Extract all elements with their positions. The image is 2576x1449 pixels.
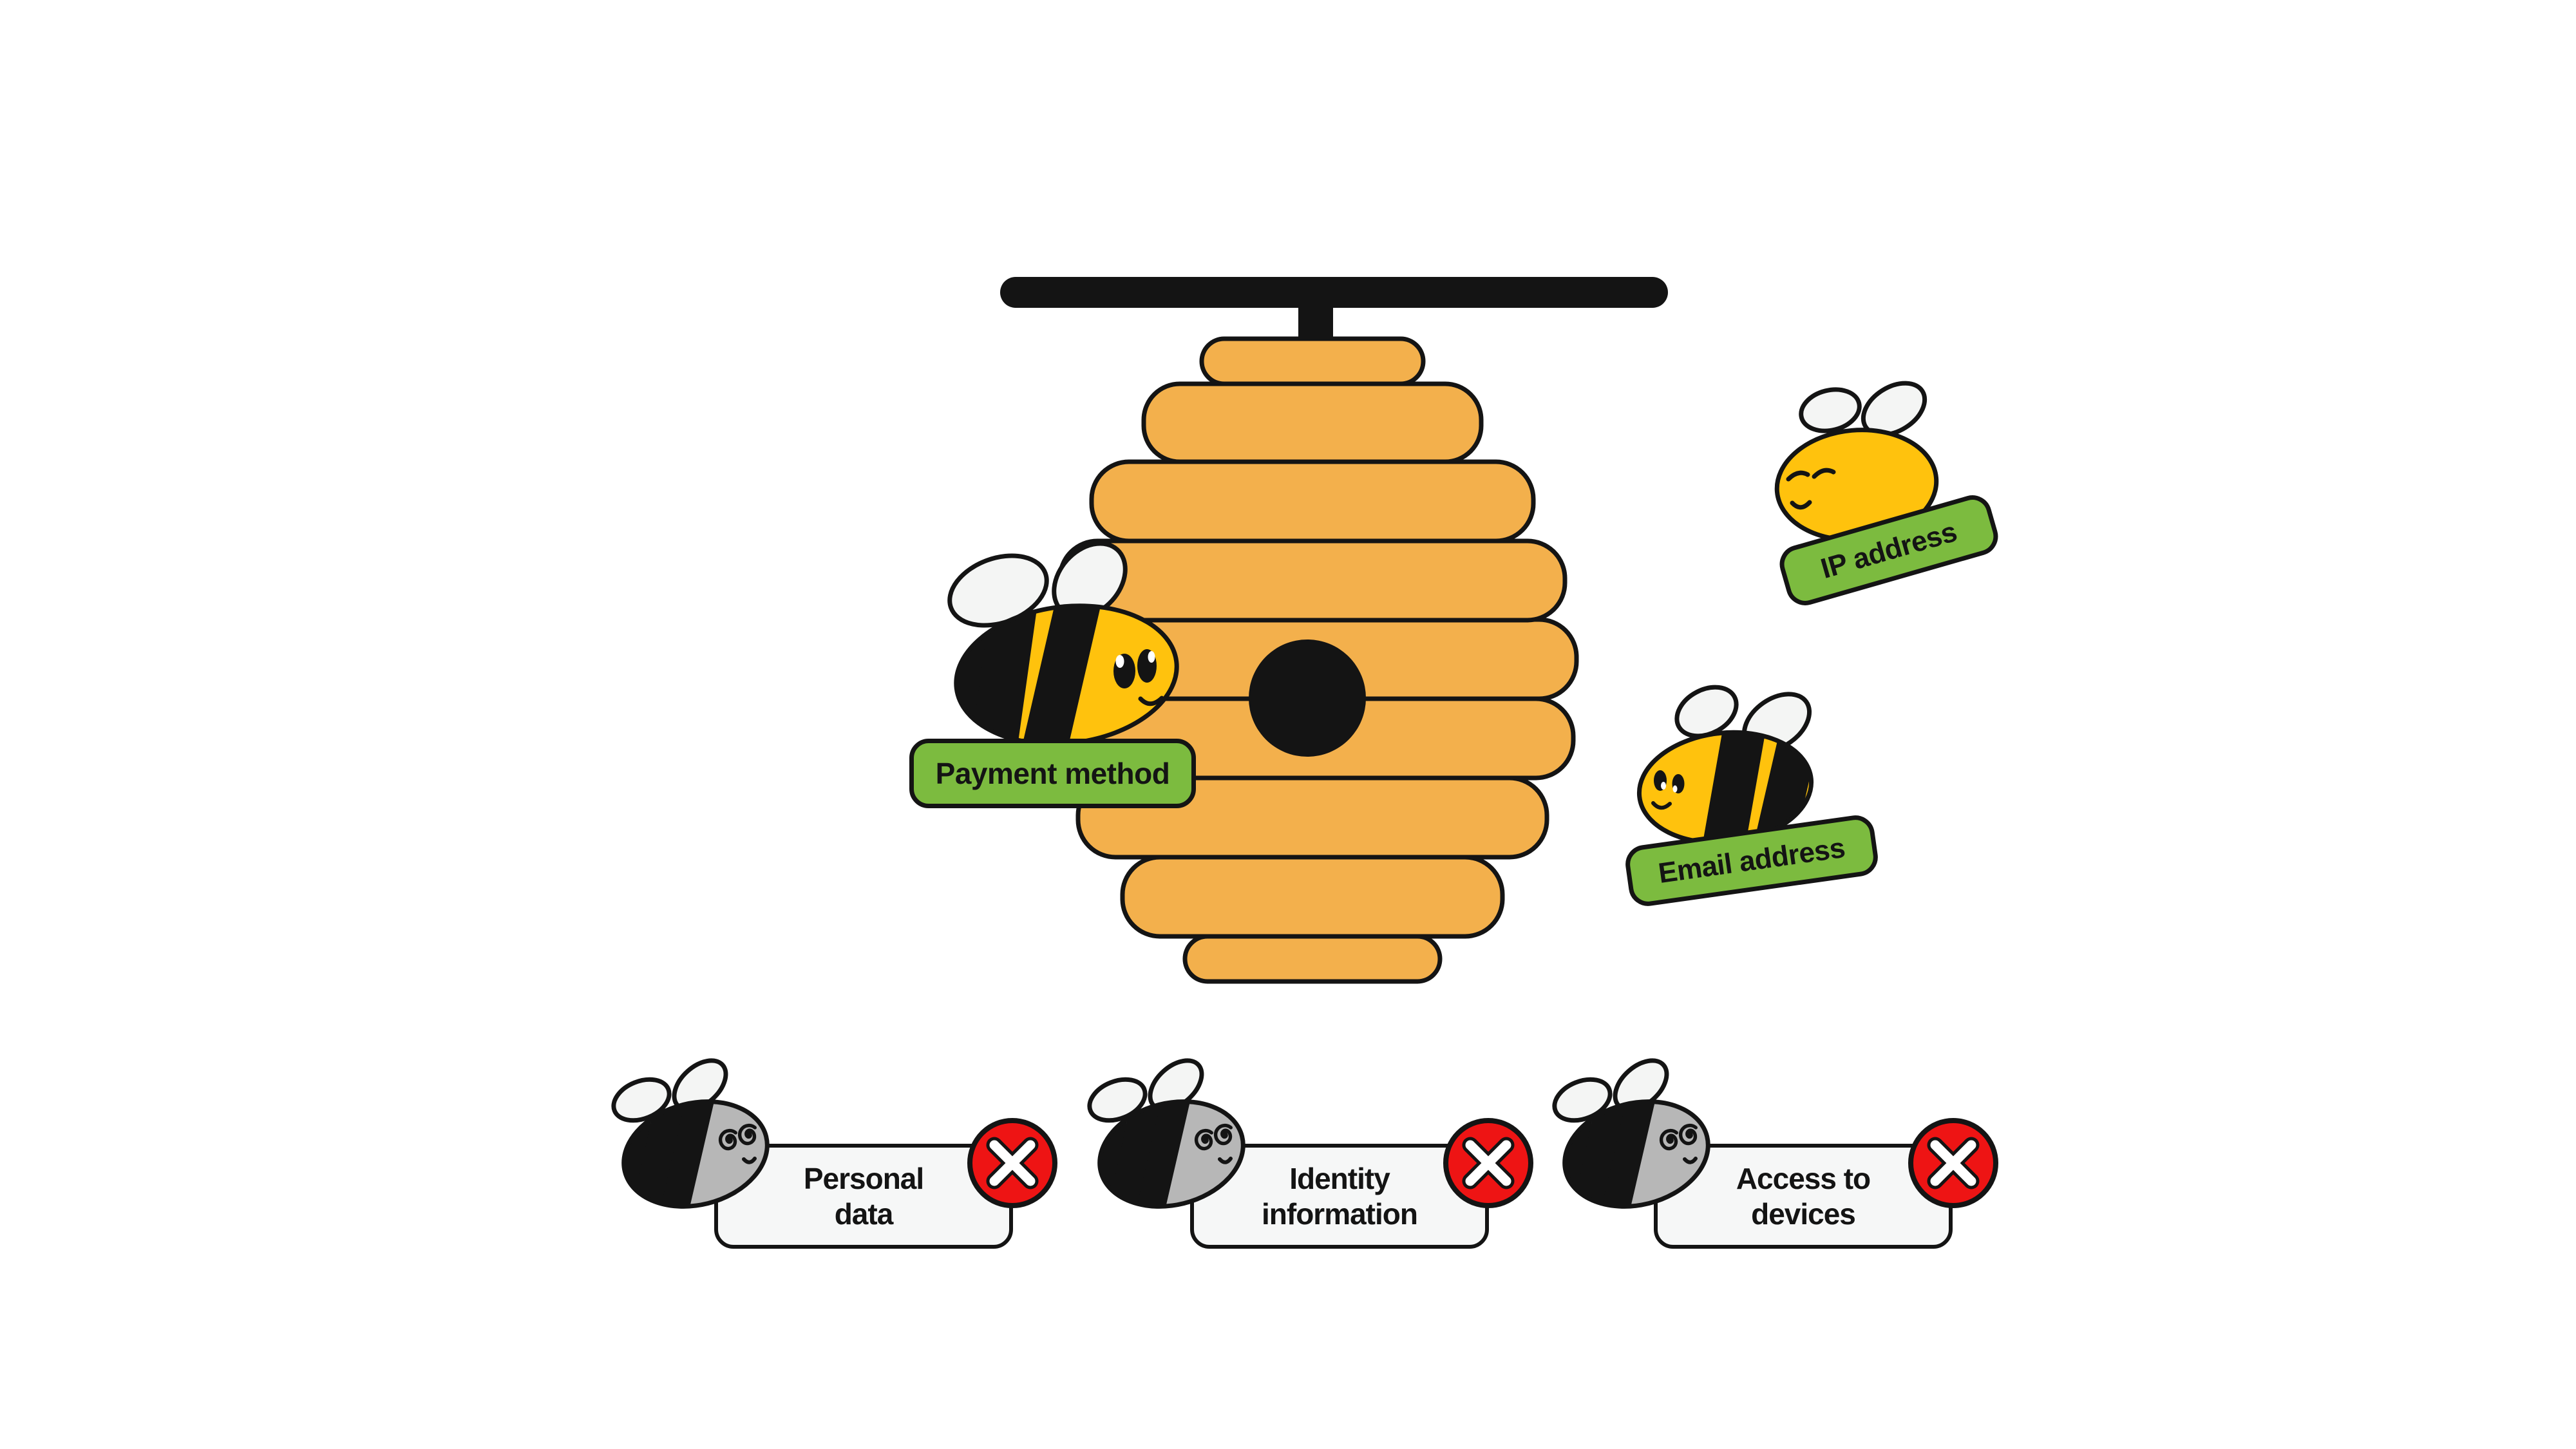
bee-smile-icon [1138,696,1164,706]
hive-hanging-bar [1000,277,1668,308]
blocked-item-label-line1: Personal [803,1162,924,1196]
blocked-item-label-line1: Access to [1736,1162,1871,1196]
bee-dizzy-eye-icon [1659,1128,1678,1151]
bee-wing-icon [1799,387,1862,433]
bee-smile-icon [742,1157,757,1164]
bee-smile-icon [1790,500,1812,510]
bee-dizzy-eye-icon [1678,1123,1698,1146]
yellow-bee-icon [947,541,1179,757]
bee-wing-icon [1861,381,1927,437]
bee-wing-icon [1552,1077,1613,1123]
bee-closed-eye-icon [1786,470,1810,482]
blocked-item-identity-information: Identity information [1190,1144,1489,1249]
blocked-item-access-to-devices: Access to devices [1654,1144,1953,1249]
block-x-icon [967,1118,1057,1208]
bee-dizzy-eye-icon [718,1128,737,1151]
blocked-item-label-line2: information [1262,1197,1418,1231]
bee-wing-icon [611,1077,672,1123]
bee-smile-icon [1683,1157,1698,1164]
bee-dizzy-eye-icon [1213,1123,1233,1146]
blocked-item-label-line2: data [834,1197,894,1231]
tag-label: Email address [1656,831,1847,889]
bee-wing-icon [1087,1077,1148,1123]
gray-bee-icon [1552,1058,1710,1221]
beehive-icon [1000,277,1668,984]
yellow-bee-icon [1774,381,1939,542]
block-x-icon [1443,1118,1533,1208]
blocked-item-label-line2: devices [1751,1197,1856,1231]
bee-dizzy-eye-icon [737,1123,757,1146]
bee-smile-icon [1218,1157,1233,1164]
gray-bee-icon [611,1058,770,1221]
gray-bee-icon [1087,1058,1245,1221]
tag-payment-method: Payment method [909,739,1196,808]
bee-smile-icon [1651,801,1672,810]
block-x-icon [1908,1118,1998,1208]
tag-label: Payment method [935,757,1170,790]
hive-entrance-hole [1249,639,1366,757]
bee-wing-icon [1674,685,1739,739]
blocked-item-label-line1: Identity [1289,1162,1390,1196]
bee-dizzy-eye-icon [1194,1128,1213,1151]
yellow-bee-icon [1636,685,1817,851]
bee-closed-eye-icon [1812,468,1836,479]
